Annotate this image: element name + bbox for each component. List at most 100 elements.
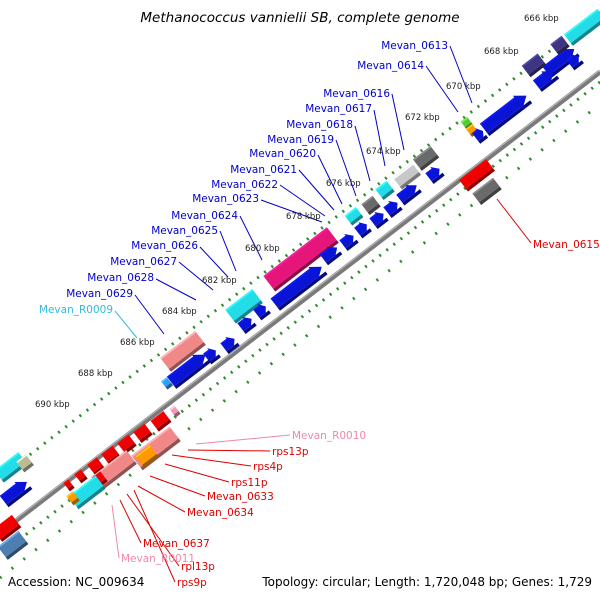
gene-arrow-blue-q[interactable] [202,345,221,365]
gene-arrow-blue-o[interactable] [236,313,257,335]
gene-block-navy-a[interactable] [521,53,547,78]
leader-mevan-0622 [279,184,326,217]
gene-arrow-blue-m[interactable] [269,260,328,311]
gene-arrow-blue-k-shadow [345,239,359,252]
gene-block-navy-a-body [521,53,545,75]
gene-arrow-blue-b-shadow [572,60,584,71]
gene-label-mevan-0633[interactable]: Mevan_0633 [207,491,274,503]
gene-arrow-blue-h[interactable] [382,197,403,219]
gene-arrow-blue-r[interactable] [166,348,212,389]
gene-block-grey-lower[interactable] [472,177,502,206]
gene-arrow-mevan-0634-body [87,457,103,473]
gene-label-mevan-0621[interactable]: Mevan_0621 [230,164,297,176]
kbp-label-686: 686 kbp [120,338,155,348]
gene-arrow-blue-c-highlight [533,73,544,82]
leader-mevan-0615 [496,198,532,244]
gene-label-rps13p[interactable]: rps13p [272,446,309,458]
gene-label-mevan-0617[interactable]: Mevan_0617 [305,103,372,115]
gene-label-mevan-r0010[interactable]: Mevan_R0010 [292,430,366,442]
gene-block-grey-b[interactable] [361,195,381,216]
gene-arrow-mevan-0634[interactable] [87,457,105,476]
gene-label-mevan-0629[interactable]: Mevan_0629 [66,288,133,300]
gene-label-mevan-0614[interactable]: Mevan_0614 [357,60,424,72]
gene-label-mevan-0628[interactable]: Mevan_0628 [87,272,154,284]
gene-arrow-rps13p[interactable] [150,411,172,432]
gene-arrow-blue-i[interactable] [368,208,389,230]
gene-arrow-blue-left[interactable] [0,476,33,508]
kbp-label-670: 670 kbp [446,82,481,92]
gene-arrow-blue-k[interactable] [338,230,359,252]
gene-label-mevan-0616[interactable]: Mevan_0616 [323,88,390,100]
gene-label-mevan-0637[interactable]: Mevan_0637 [143,538,210,550]
gene-label-rps4p[interactable]: rps4p [253,461,283,473]
gene-arrow-rps4p-highlight [133,423,146,434]
gene-arrow-rps4p-shadow [139,431,153,444]
gene-label-mevan-0627[interactable]: Mevan_0627 [110,256,177,268]
gene-block-navy-b[interactable] [550,35,570,56]
gene-label-mevan-0626[interactable]: Mevan_0626 [131,240,198,252]
gene-arrow-rps4p[interactable] [133,423,153,444]
leader-mevan-0637 [119,499,142,544]
gene-arrow-blue-l[interactable] [319,242,343,266]
gene-arrow-blue-p[interactable] [219,333,240,355]
gene-label-mevan-0622[interactable]: Mevan_0622 [211,179,278,191]
gene-label-mevan-0620[interactable]: Mevan_0620 [249,148,316,160]
gene-arrow-blue-f[interactable] [424,163,445,185]
gene-label-mevan-0615[interactable]: Mevan_0615 [533,239,600,251]
gene-label-mevan-r0009[interactable]: Mevan_R0009 [39,304,113,316]
leader-rps11p [164,463,230,483]
gene-block-mevan-0615-body [459,159,493,189]
gene-arrow-blue-c-body [532,71,554,90]
gene-block-olive-left[interactable] [16,454,34,473]
gene-block-orange-b[interactable] [135,445,159,468]
gene-block-lightgrey[interactable] [393,163,421,190]
gene-label-mevan-0618[interactable]: Mevan_0618 [286,119,353,131]
gene-arrow-mevan-0633-body [101,445,119,463]
gene-label-rpl13p[interactable]: rpl13p [181,561,215,573]
gene-label-mevan-r0011[interactable]: Mevan_R0011 [121,553,195,565]
gene-arrow-red-small-a[interactable] [74,469,88,484]
gene-label-mevan-0624[interactable]: Mevan_0624 [171,210,238,222]
gene-label-mevan-0625[interactable]: Mevan_0625 [151,225,218,237]
gene-label-mevan-0619[interactable]: Mevan_0619 [267,134,334,146]
gene-arrow-blue-d[interactable] [479,89,533,136]
gene-arrow-blue-c[interactable] [532,65,560,92]
gene-arrow-blue-i-shadow [375,217,389,230]
gene-block-red-left[interactable] [0,514,22,542]
gene-arrow-rps13p-shadow [156,419,172,432]
gene-block-grey-a[interactable] [412,145,440,171]
gene-block-green-highlight [460,116,469,124]
gene-arrow-blue-b-body [566,54,579,68]
gene-arrow-blue-o-body [237,317,252,332]
gene-label-mevan-0634[interactable]: Mevan_0634 [187,507,254,519]
gene-block-cyan-b[interactable] [375,180,395,201]
gene-arrow-red-small-a-highlight [74,469,82,476]
gene-block-orange-c[interactable] [66,491,80,506]
gene-arrow-blue-e[interactable] [471,125,489,144]
gene-block-mevan-0615[interactable] [459,159,495,192]
gene-label-rps11p[interactable]: rps11p [231,477,268,489]
gene-block-steel-left[interactable] [0,530,29,560]
gene-arrow-red-small-a-body [74,469,86,481]
gene-block-cyan-d[interactable] [225,289,263,324]
gene-label-rps9p[interactable]: rps9p [177,577,207,589]
gene-arrow-blue-g[interactable] [395,180,422,206]
gene-arrow-blue-j[interactable] [353,219,372,239]
gene-block-orange-b-body [135,445,157,465]
gene-block-salmon[interactable] [160,331,206,372]
gene-block-r0010[interactable] [169,405,181,418]
leader-mevan-0620 [317,154,343,205]
gene-block-cyan-a[interactable] [563,8,600,46]
gene-arrow-blue-n[interactable] [252,301,271,321]
gene-label-mevan-0623[interactable]: Mevan_0623 [192,193,259,205]
gene-block-rrna[interactable] [161,377,174,390]
gene-label-mevan-0613[interactable]: Mevan_0613 [381,40,448,52]
gene-block-cyan-c[interactable] [344,207,364,226]
leader-mevan-0626 [199,246,229,278]
gene-arrow-red-small-b[interactable] [63,479,75,492]
leader-mevan-0613 [449,45,473,104]
gene-arrow-blue-b[interactable] [565,51,584,71]
gene-arrow-blue-i-highlight [369,213,377,220]
leader-mevan-0629 [134,294,165,335]
